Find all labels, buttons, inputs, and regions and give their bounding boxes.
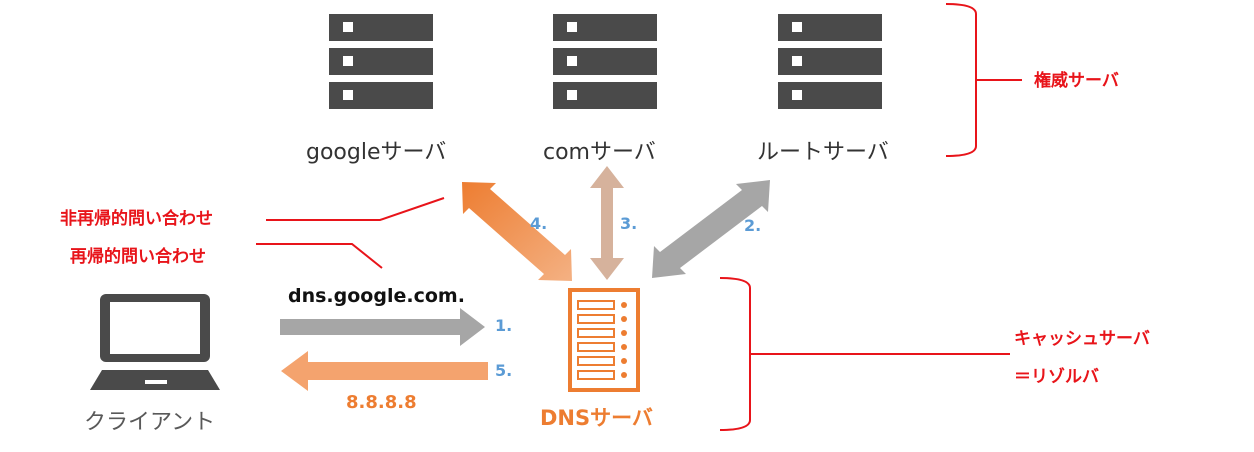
answer-ip: 8.8.8.8: [346, 392, 417, 413]
dns-server-label: DNSサーバ: [540, 406, 653, 430]
step-4-label: 4.: [530, 214, 548, 233]
cache-server-label-line1: キャッシュサーバ: [1014, 329, 1150, 349]
arrow-step-1: [280, 308, 485, 346]
cache-bracket: [719, 277, 751, 431]
google-server-label: googleサーバ: [306, 140, 447, 165]
cache-server-label-line2: ＝リゾルバ: [1014, 367, 1099, 387]
laptop-icon: [90, 294, 220, 390]
query-domain: dns.google.com.: [288, 285, 465, 307]
com-server-label: comサーバ: [543, 140, 656, 165]
step-1-label: 1.: [495, 316, 513, 335]
root-server-label: ルートサーバ: [757, 140, 889, 165]
arrow-step-2: [652, 180, 770, 278]
step-3-label: 3.: [620, 214, 638, 233]
non-recursive-label: 非再帰的問い合わせ: [60, 209, 213, 229]
arrow-step-3: [590, 166, 624, 280]
step-2-label: 2.: [744, 216, 762, 235]
dns-server-icon: [568, 288, 640, 392]
recursive-label: 再帰的問い合わせ: [70, 247, 206, 267]
authoritative-bracket: [945, 3, 977, 157]
step-5-label: 5.: [495, 361, 513, 380]
arrow-step-5: [281, 351, 488, 391]
non-recursive-leader: [266, 197, 445, 221]
google-server-icon: [329, 14, 433, 109]
root-server-icon: [778, 14, 882, 109]
arrow-step-4: [462, 182, 572, 281]
com-server-icon: [553, 14, 657, 109]
recursive-leader: [256, 243, 383, 269]
client-label: クライアント: [84, 410, 216, 435]
authoritative-label: 権威サーバ: [1034, 71, 1119, 91]
